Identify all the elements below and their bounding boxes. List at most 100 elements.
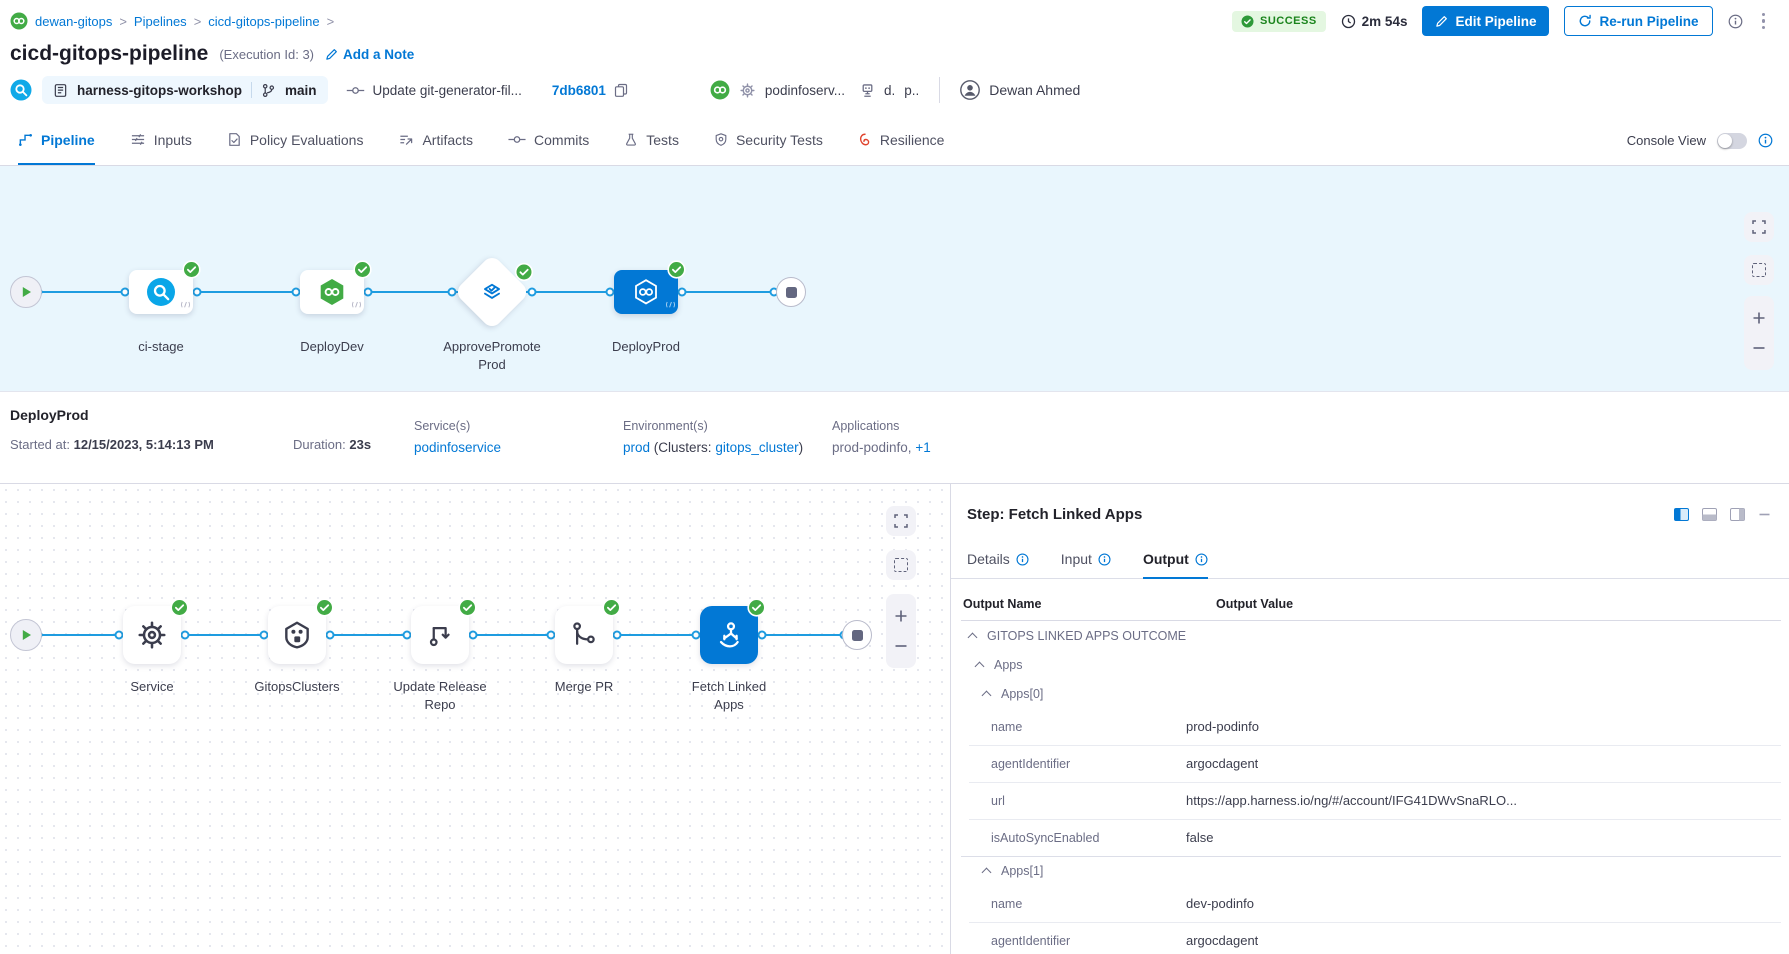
edge-port: [757, 630, 767, 640]
cluster-link[interactable]: gitops_cluster: [715, 440, 799, 455]
output-key: name: [991, 896, 1023, 911]
stage-node-deployprod-selected[interactable]: [614, 260, 686, 314]
edge-port: [612, 630, 622, 640]
ci-build-icon: [10, 79, 32, 101]
tab-pipeline[interactable]: Pipeline: [18, 116, 95, 165]
stage-start-node[interactable]: [10, 619, 42, 651]
add-note-button[interactable]: Add a Note: [325, 47, 414, 62]
stage-node-ci-stage[interactable]: [129, 260, 201, 314]
execution-meta-row: harness-gitops-workshop main Update git-…: [0, 68, 1789, 116]
edge-port: [605, 287, 615, 297]
tab-input[interactable]: Input: [1061, 551, 1111, 579]
service-link[interactable]: podinfoservice: [414, 440, 502, 455]
step-graph-canvas[interactable]: Service GitopsClusters Update Release Re…: [0, 484, 950, 954]
environment-icon: [862, 83, 873, 97]
step-label[interactable]: GitopsClusters: [254, 679, 340, 694]
breadcrumb-pipeline[interactable]: cicd-gitops-pipeline: [208, 13, 320, 29]
edge-port: [363, 287, 373, 297]
step-label[interactable]: Service: [130, 679, 174, 694]
output-key: isAutoSyncEnabled: [991, 830, 1100, 845]
collapse-chevron-icon[interactable]: [981, 867, 992, 878]
tab-output[interactable]: Output: [1142, 551, 1208, 579]
zoom-out-button[interactable]: [1752, 341, 1766, 355]
stage-graph-canvas[interactable]: ci-stage DeployDev ApprovePromoteProd De…: [0, 166, 1789, 391]
started-at: Started at: 12/15/2023, 5:14:13 PM: [10, 437, 214, 452]
avatar: [960, 80, 981, 100]
pipeline-start-node[interactable]: [10, 276, 42, 308]
tab-commits[interactable]: Commits: [508, 116, 589, 165]
step-node-update-release-repo[interactable]: [411, 598, 477, 664]
breadcrumb-separator: >: [326, 13, 335, 29]
zoom-out-button[interactable]: [894, 639, 908, 653]
step-label[interactable]: Update Release Repo: [393, 679, 487, 712]
step-node-gitopsclusters[interactable]: [268, 598, 334, 664]
output-section-row[interactable]: GITOPS LINKED APPS OUTCOME: [961, 621, 1781, 650]
commit-sha[interactable]: 7db6801: [551, 82, 606, 98]
page-title: cicd-gitops-pipeline: [10, 42, 209, 65]
more-options-menu[interactable]: [1758, 9, 1770, 34]
stage-label[interactable]: DeployDev: [300, 339, 364, 354]
play-icon: [22, 287, 31, 297]
stage-node-deploydev[interactable]: [300, 260, 372, 314]
output-section-row[interactable]: Apps[1]: [961, 856, 1781, 885]
zoom-in-button[interactable]: [894, 609, 908, 623]
output-key: url: [991, 793, 1005, 808]
output-value-link[interactable]: https://app.harness.io/ng/#/account/IFG4…: [1186, 793, 1517, 808]
repo-branch-pill[interactable]: harness-gitops-workshop main: [42, 76, 328, 104]
step-label[interactable]: Fetch Linked Apps: [691, 679, 767, 712]
breadcrumb-pipelines[interactable]: Pipelines: [133, 13, 187, 29]
collapse-chevron-icon[interactable]: [974, 661, 985, 672]
edit-pipeline-button[interactable]: Edit Pipeline: [1422, 6, 1550, 36]
layout-split-bottom-icon[interactable]: [1702, 507, 1717, 521]
step-node-fetch-linked-apps-selected[interactable]: [700, 598, 766, 664]
edge-port: [546, 630, 556, 640]
output-kv-row: agentIdentifier argocdagent: [961, 745, 1781, 782]
layout-split-right-icon[interactable]: [1730, 507, 1745, 521]
tab-inputs[interactable]: Inputs: [130, 116, 192, 165]
applications-more-link[interactable]: +1: [915, 440, 931, 455]
output-section-row[interactable]: Apps: [961, 650, 1781, 679]
breadcrumb-separator: >: [119, 13, 127, 29]
pipeline-end-node[interactable]: [776, 277, 806, 307]
step-node-merge-pr[interactable]: [555, 598, 621, 664]
step-node-service[interactable]: [123, 598, 189, 664]
tab-security-tests[interactable]: Security Tests: [714, 116, 823, 165]
info-icon[interactable]: [1728, 14, 1743, 29]
environment-link[interactable]: prod: [623, 440, 651, 455]
console-view-toggle[interactable]: [1717, 132, 1747, 149]
stage-label[interactable]: DeployProd: [612, 339, 680, 354]
marquee-select-button[interactable]: [886, 550, 916, 580]
info-icon[interactable]: [1758, 133, 1773, 148]
fullscreen-button[interactable]: [1744, 212, 1774, 242]
tab-details[interactable]: Details: [967, 551, 1029, 579]
minimize-panel-icon[interactable]: [1758, 508, 1771, 521]
environment-short-2[interactable]: p..: [904, 82, 920, 98]
stage-label[interactable]: ApprovePromoteProd: [443, 339, 541, 372]
environment-short-1[interactable]: d.: [883, 82, 896, 98]
layout-split-left-icon[interactable]: [1674, 507, 1689, 521]
fullscreen-button[interactable]: [886, 506, 916, 536]
tab-policy-evaluations[interactable]: Policy Evaluations: [227, 116, 363, 165]
edge-port: [325, 630, 335, 640]
stage-label[interactable]: ci-stage: [138, 339, 184, 354]
commit-message[interactable]: Update git-generator-fil...: [372, 82, 522, 98]
stage-end-node[interactable]: [842, 620, 872, 650]
breadcrumb-org[interactable]: dewan-gitops: [35, 13, 113, 29]
success-badge-icon: [353, 260, 372, 279]
edge-port: [120, 287, 130, 297]
marquee-select-button[interactable]: [1744, 255, 1774, 285]
collapse-chevron-icon[interactable]: [981, 690, 992, 701]
rerun-pipeline-button[interactable]: Re-run Pipeline: [1564, 6, 1713, 36]
edge-port: [691, 630, 701, 640]
service-name[interactable]: podinfoserv...: [764, 82, 845, 98]
info-icon: [1098, 552, 1111, 566]
step-label[interactable]: Merge PR: [554, 679, 614, 694]
tab-artifacts[interactable]: Artifacts: [398, 116, 473, 165]
collapse-chevron-icon[interactable]: [967, 632, 978, 643]
tab-resilience[interactable]: Resilience: [858, 116, 944, 165]
copy-icon[interactable]: [614, 83, 628, 97]
output-section-row[interactable]: Apps[0]: [961, 679, 1781, 708]
tab-tests[interactable]: Tests: [624, 116, 679, 165]
service-gear-icon: [740, 82, 755, 98]
zoom-in-button[interactable]: [1752, 311, 1766, 325]
